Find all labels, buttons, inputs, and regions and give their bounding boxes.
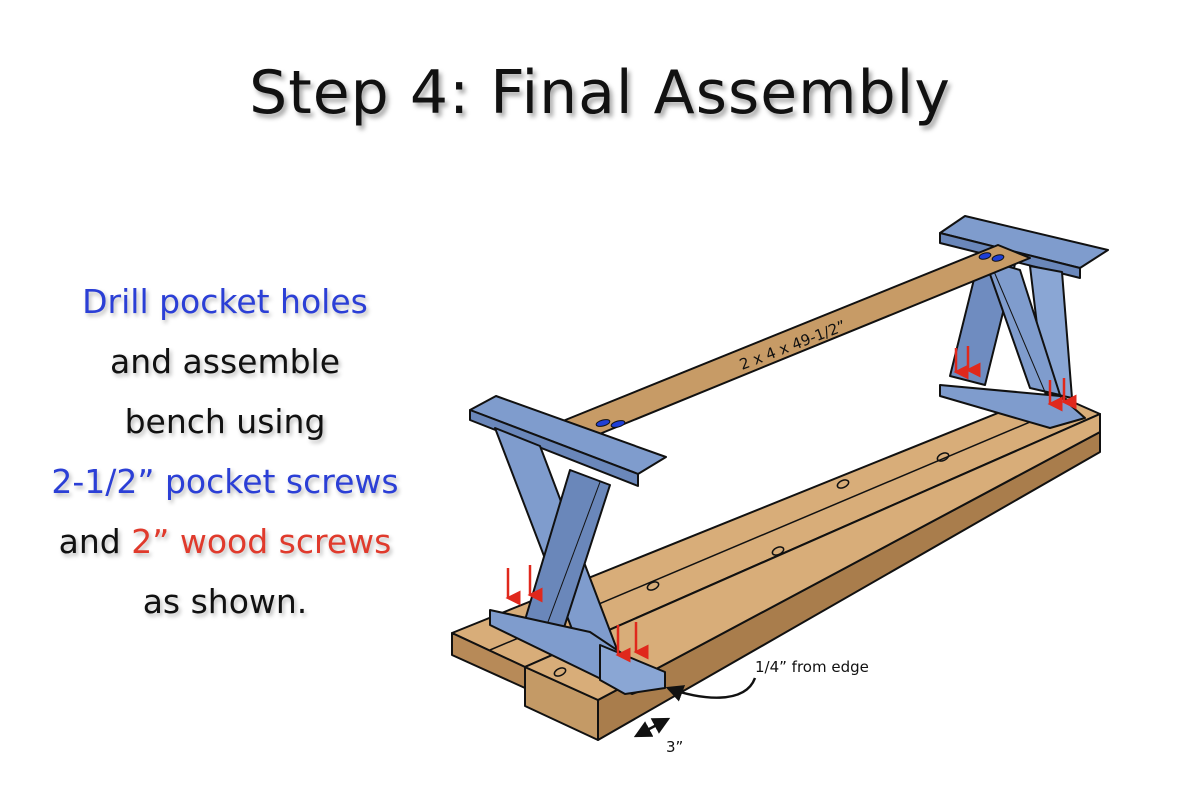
edge-distance-label: 1/4” from edge [755,658,869,676]
page-title: Step 4: Final Assembly [249,58,951,128]
instruction-assemble: and assemble [109,342,341,381]
instruction-pocket-screws: 2-1/2” pocket screws [51,462,399,501]
offset-dimension-label: 3” [666,738,683,756]
instruction-wood-screws-line: and 2” wood screws [20,512,430,572]
instruction-and: and [58,522,121,561]
edge-callout-leader [665,677,757,702]
screw-holes [553,452,950,677]
instruction-bench-using: bench using [124,402,326,441]
instruction-as-shown: as shown. [142,582,308,621]
wood-screw-arrows [505,346,1077,663]
left-leg-assembly [469,395,667,695]
offset-dimension-line [633,717,671,738]
right-leg-assembly [939,215,1109,429]
pocket-holes [595,252,1005,428]
instruction-wood-screws: 2” wood screws [131,522,392,561]
instruction-pocket-holes: Drill pocket holes [82,282,368,321]
instructions-text: Drill pocket holes and assemble bench us… [20,272,430,632]
